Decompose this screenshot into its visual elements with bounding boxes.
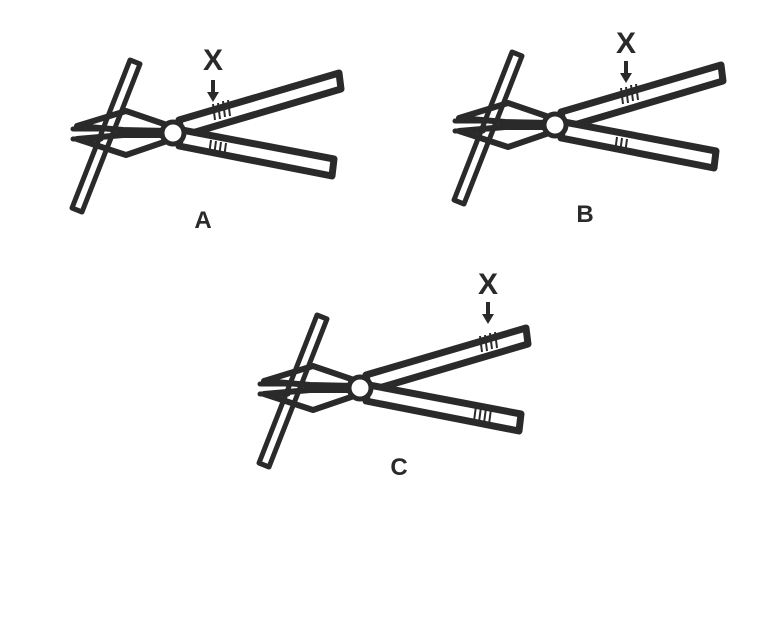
panel-b: X B (454, 27, 723, 228)
caption-a: A (194, 207, 211, 234)
grip-coil-lower-b (614, 136, 628, 155)
arrow-a (205, 78, 221, 104)
grip-coil-lower-c (473, 405, 492, 425)
plier-b (454, 52, 723, 204)
marker-x-c: X (478, 268, 498, 301)
grip-coil-upper-c (479, 331, 498, 353)
panel-a: X A (72, 44, 341, 234)
caption-b: B (576, 201, 593, 228)
grip-coil-upper-a (212, 99, 231, 121)
plier-c (259, 315, 528, 467)
marker-x-b: X (616, 27, 636, 60)
arrow-c (480, 300, 496, 326)
grip-coil-upper-b (620, 83, 639, 105)
caption-c: C (390, 454, 407, 481)
grip-coil-lower-a (208, 139, 227, 159)
marker-x-a: X (203, 44, 223, 77)
arrow-b (618, 59, 634, 85)
plier-a (72, 60, 341, 212)
panel-c: X C (259, 268, 528, 481)
